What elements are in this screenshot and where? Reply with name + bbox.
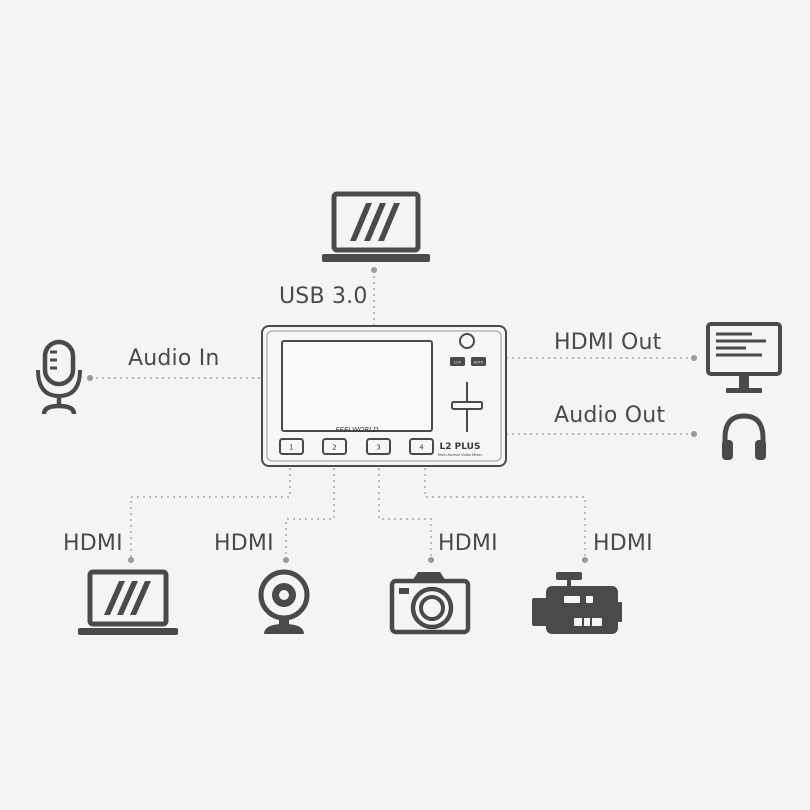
audio-out-connector-dot xyxy=(691,431,697,437)
hdmi-4-connector xyxy=(424,468,586,560)
device-subtitle: Multi-format Video Mixer xyxy=(438,453,483,457)
hdmi-3-label: HDMI xyxy=(438,531,498,556)
headphones-icon xyxy=(722,413,766,460)
camera-icon xyxy=(389,572,471,635)
monitor-icon xyxy=(706,322,782,393)
usb-label: USB 3.0 xyxy=(279,284,368,309)
device-model: L2 PLUS xyxy=(440,442,481,452)
hdmi-3-connector xyxy=(378,468,432,560)
hdmi-1-label: HDMI xyxy=(63,531,123,556)
audio-in-connector-dot xyxy=(87,375,93,381)
hdmi-1-connector xyxy=(130,468,291,560)
device-button-4-label: 4 xyxy=(419,444,424,452)
device-button-3-label: 3 xyxy=(376,444,380,452)
webcam-icon xyxy=(258,569,310,634)
hdmi-2-connector-dot xyxy=(283,557,289,563)
hdmi-out-connector-dot xyxy=(691,355,697,361)
device-brand: FEELWORLD xyxy=(335,426,379,434)
device-t-bar xyxy=(451,382,483,432)
device-screen xyxy=(281,340,433,432)
hdmi-2-label: HDMI xyxy=(214,531,274,556)
device-auto-label: AUTO xyxy=(474,361,484,365)
device-button-1-label: 1 xyxy=(289,444,293,452)
hdmi-1-connector-dot xyxy=(128,557,134,563)
device-button-2 xyxy=(322,438,347,455)
connector-lines xyxy=(87,267,697,563)
laptop-icon xyxy=(322,191,430,262)
device-button-1 xyxy=(279,438,304,455)
device-cut-label: CUT xyxy=(454,361,462,365)
usb-connector-dot xyxy=(371,267,377,273)
hdmi-4-label: HDMI xyxy=(593,531,653,556)
hdmi-2-connector xyxy=(285,468,335,560)
device-button-2-label: 2 xyxy=(332,444,336,452)
device-knob xyxy=(459,333,475,349)
device-cut-button xyxy=(450,357,465,366)
device-source-buttons: 1 2 3 4 xyxy=(279,438,434,455)
device-button-3 xyxy=(366,438,391,455)
laptop-icon xyxy=(78,569,178,635)
microphone-icon xyxy=(36,339,82,415)
audio-out-label: Audio Out xyxy=(554,403,666,428)
hdmi-3-connector-dot xyxy=(428,557,434,563)
hdmi-out-label: HDMI Out xyxy=(554,330,662,355)
device-auto-button xyxy=(471,357,486,366)
camcorder-icon xyxy=(532,572,622,634)
video-mixer-device: FEELWORLD CUT AUTO L2 PLUS Multi-format … xyxy=(261,325,507,467)
audio-in-label: Audio In xyxy=(128,346,220,371)
device-button-4 xyxy=(409,438,434,455)
hdmi-4-connector-dot xyxy=(582,557,588,563)
